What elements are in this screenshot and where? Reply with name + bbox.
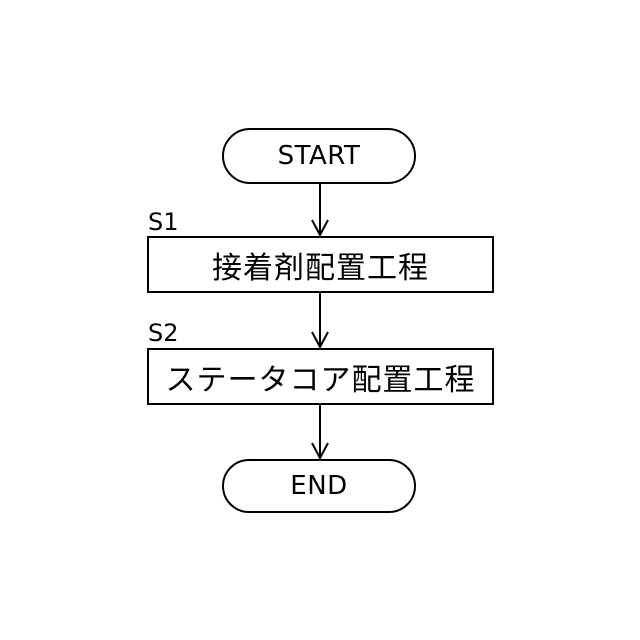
- end-terminal: END: [222, 459, 416, 513]
- arrow-s2-to-end-head: [312, 443, 328, 458]
- process-step-s1: 接着剤配置工程: [147, 236, 494, 293]
- start-terminal: START: [222, 128, 416, 184]
- step-label-s1: S1: [148, 210, 179, 234]
- process-step-s2: ステータコア配置工程: [147, 348, 494, 405]
- arrow-start-to-s1-head: [312, 220, 328, 235]
- step-label-s2: S2: [148, 321, 179, 345]
- arrow-s1-to-s2-head: [312, 332, 328, 347]
